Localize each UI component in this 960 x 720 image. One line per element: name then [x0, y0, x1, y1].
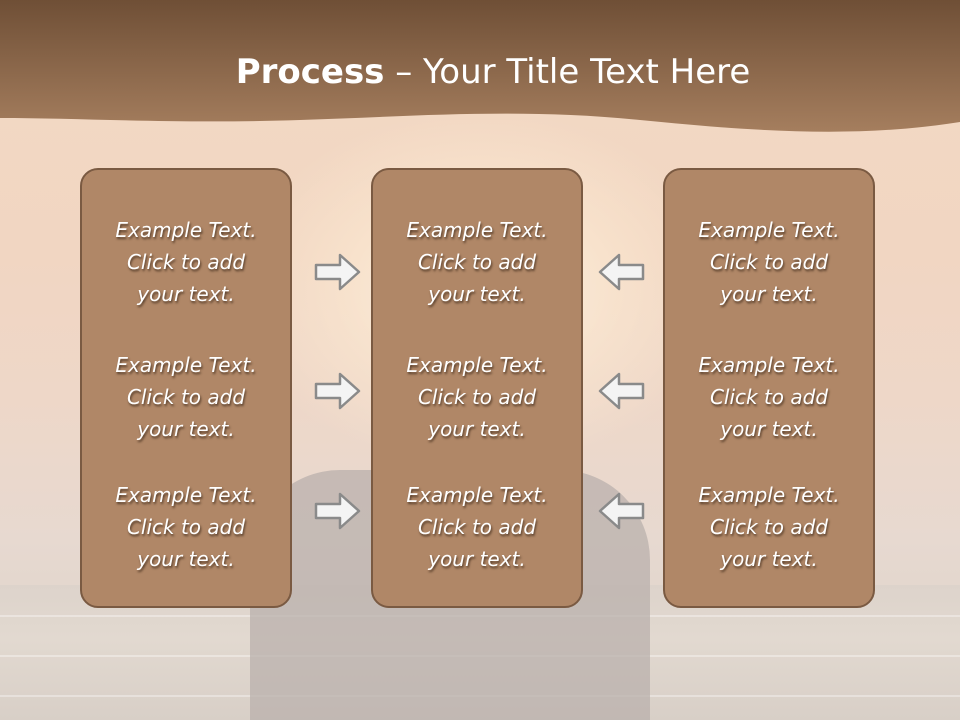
- title-rest: – Your Title Text Here: [384, 52, 751, 92]
- text-placeholder[interactable]: Example Text. Click to add your text.: [406, 483, 548, 571]
- header-banner: [0, 0, 960, 132]
- text-placeholder[interactable]: Example Text. Click to add your text.: [698, 218, 840, 306]
- text-placeholder[interactable]: Example Text. Click to add your text.: [698, 483, 840, 571]
- text-placeholder[interactable]: Example Text. Click to add your text.: [115, 218, 257, 306]
- process-box-right[interactable]: Example Text. Click to add your text. Ex…: [663, 168, 875, 608]
- arrow-left-icon: [598, 372, 645, 410]
- arrow-left-icon: [598, 253, 645, 291]
- arrow-right-icon: [314, 372, 361, 410]
- arrow-left-icon: [598, 492, 645, 530]
- text-placeholder[interactable]: Example Text. Click to add your text.: [115, 483, 257, 571]
- title-bold: Process: [235, 52, 385, 92]
- text-placeholder[interactable]: Example Text. Click to add your text.: [406, 353, 548, 441]
- arrow-right-icon: [314, 253, 361, 291]
- page-title[interactable]: Process – Your Title Text Here: [0, 52, 960, 92]
- process-box-middle[interactable]: Example Text. Click to add your text. Ex…: [371, 168, 583, 608]
- arrow-right-icon: [314, 492, 361, 530]
- text-placeholder[interactable]: Example Text. Click to add your text.: [406, 218, 548, 306]
- text-placeholder[interactable]: Example Text. Click to add your text.: [698, 353, 840, 441]
- process-box-left[interactable]: Example Text. Click to add your text. Ex…: [80, 168, 292, 608]
- text-placeholder[interactable]: Example Text. Click to add your text.: [115, 353, 257, 441]
